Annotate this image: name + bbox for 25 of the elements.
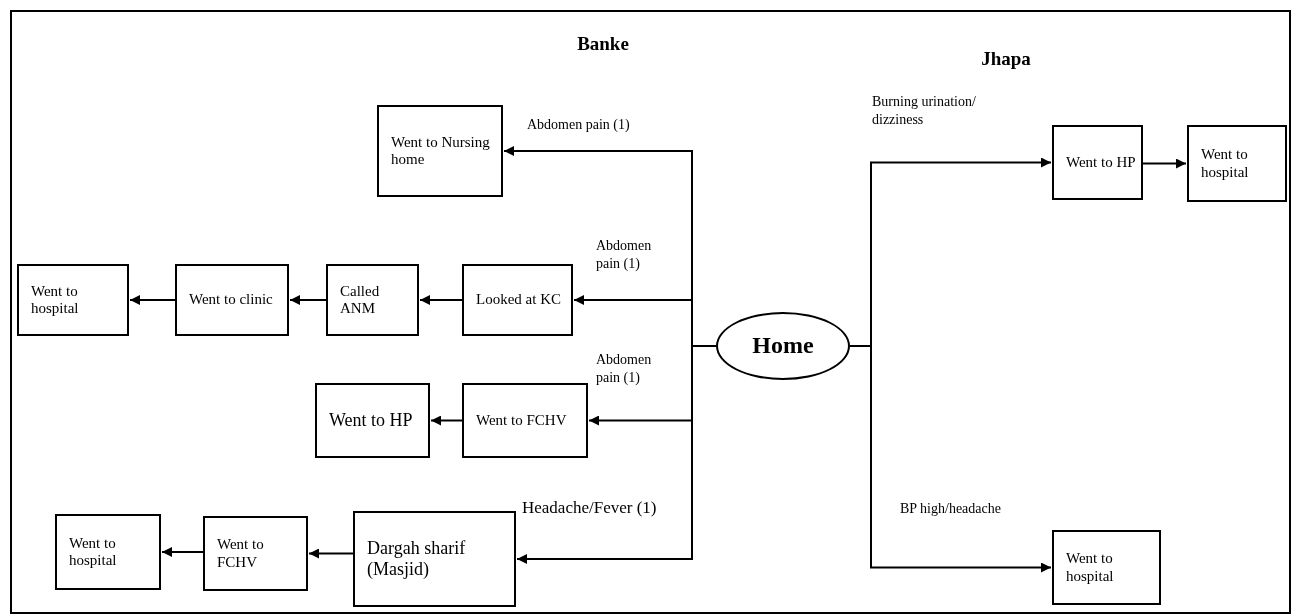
arrow	[430, 415, 463, 426]
step-box: Went to hospital	[55, 514, 161, 590]
step-box: Went to HP	[1052, 125, 1143, 200]
start-ellipse: Home	[716, 312, 850, 380]
step-box: Went to hospital	[1052, 530, 1161, 605]
step-box: Went to Nursing home	[377, 105, 503, 197]
arrow	[161, 547, 204, 557]
step-box: Looked at KC	[462, 264, 573, 336]
edge-label: BP high/headache	[900, 500, 1001, 518]
region-heading: Banke	[576, 32, 630, 56]
step-box: Went to HP	[315, 383, 430, 458]
step-box: Went to FCHV	[462, 383, 588, 458]
step-box: Went to hospital	[17, 264, 129, 336]
step-box: Dargah sharif (Masjid)	[353, 511, 516, 607]
arrow	[289, 295, 327, 305]
edge-label: Abdomen pain (1)	[527, 116, 630, 134]
step-box: Went to FCHV	[203, 516, 308, 591]
arrow	[129, 295, 176, 305]
arrow	[1142, 158, 1187, 169]
region-heading: Jhapa	[980, 47, 1032, 71]
step-box: Went to clinic	[175, 264, 289, 336]
arrow	[308, 548, 354, 559]
step-box: Went to hospital	[1187, 125, 1287, 202]
arrow	[419, 295, 463, 305]
step-box: Called ANM	[326, 264, 419, 336]
